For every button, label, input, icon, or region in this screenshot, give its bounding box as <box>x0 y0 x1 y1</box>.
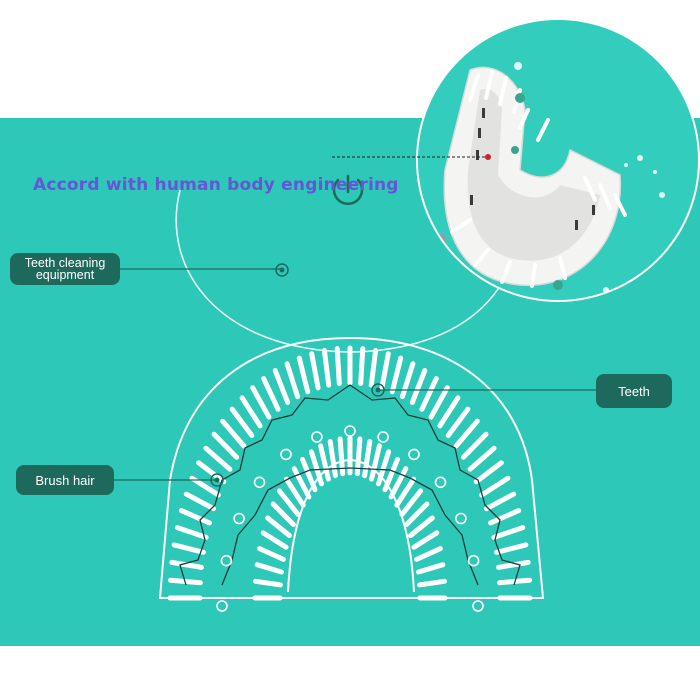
bristle <box>189 475 221 498</box>
bristle <box>229 406 255 438</box>
bristle <box>203 445 233 472</box>
callout-marker-brush <box>210 473 224 487</box>
tooth-marker <box>344 425 356 437</box>
bristle <box>291 466 312 500</box>
bristle <box>389 355 404 395</box>
tooth-marker <box>467 554 480 567</box>
bristle <box>479 475 511 498</box>
bristle <box>169 559 204 570</box>
bristle <box>416 562 446 575</box>
tooth-marker <box>434 476 447 489</box>
bristle <box>399 361 416 400</box>
bristle <box>494 542 529 555</box>
tooth-marker <box>377 431 389 443</box>
power-icon <box>332 174 364 206</box>
teeth-outline <box>179 384 521 586</box>
bristle <box>261 376 281 412</box>
tooth-marker <box>253 476 266 489</box>
tooth-marker <box>311 431 323 443</box>
bristle <box>239 395 263 429</box>
tooth-marker <box>220 554 233 567</box>
bristle <box>382 456 400 493</box>
bristle <box>491 525 526 540</box>
bristle <box>265 515 292 538</box>
bristle <box>411 530 440 550</box>
bristle <box>379 351 391 391</box>
bristle <box>300 456 318 493</box>
bristle <box>409 368 428 405</box>
bristle <box>318 443 331 482</box>
bristle <box>488 508 522 526</box>
bristle <box>220 418 247 449</box>
bristle <box>437 395 461 429</box>
bristle <box>309 351 321 391</box>
bristle <box>327 439 338 479</box>
bristle <box>399 488 424 517</box>
bristle <box>428 385 450 420</box>
tooth-marker <box>216 600 228 612</box>
bristle <box>257 546 286 562</box>
bristle <box>276 488 301 517</box>
bristle <box>283 476 306 508</box>
callout-marker-teeth <box>371 383 385 397</box>
bristle <box>183 491 217 512</box>
bristle <box>254 562 284 575</box>
bristle <box>296 355 311 395</box>
tooth-marker <box>408 448 420 461</box>
bristle <box>404 501 430 527</box>
teeth-label: Teeth <box>596 374 672 408</box>
zoom-detail-circle <box>332 18 700 302</box>
bristle <box>284 361 301 400</box>
bristle <box>272 368 291 405</box>
bristle <box>368 348 379 388</box>
teeth-text: Teeth <box>618 383 650 399</box>
headline: Accord with human body engineering <box>33 175 399 195</box>
bristle <box>308 449 324 487</box>
callout-marker-equipment <box>275 263 289 277</box>
bristle <box>334 346 342 386</box>
bristle <box>473 460 504 485</box>
bristle <box>321 348 332 388</box>
tooth-marker <box>455 512 467 525</box>
bristle <box>270 501 296 527</box>
bristle <box>467 445 497 472</box>
bristle <box>253 578 283 588</box>
bristle <box>483 491 517 512</box>
bristle <box>250 385 272 420</box>
brush-head <box>158 336 545 612</box>
tooth-marker <box>233 512 245 525</box>
teeth-cleaning-equipment-text: Teeth cleaning equipment <box>24 256 106 282</box>
tooth-marker <box>472 600 484 612</box>
bristle <box>414 546 443 562</box>
bristle <box>445 406 471 438</box>
brush-hair-text: Brush hair <box>35 472 95 488</box>
bristle <box>260 530 289 550</box>
bristle <box>460 431 489 460</box>
bristle <box>171 542 206 555</box>
bristle <box>419 376 439 412</box>
bristle <box>369 443 382 482</box>
bristle <box>408 515 435 538</box>
teeth-cleaning-equipment-label: Teeth cleaning equipment <box>10 253 120 285</box>
bristle <box>453 418 480 449</box>
bristle <box>417 578 447 588</box>
tooth-marker <box>280 448 292 461</box>
bristle <box>394 476 417 508</box>
brush-hair-label: Brush hair <box>16 465 114 495</box>
bristle <box>178 508 212 526</box>
bristle <box>496 559 531 570</box>
bristle <box>358 346 366 386</box>
bristle <box>388 466 409 500</box>
bristle <box>174 525 209 540</box>
bristle <box>376 449 392 487</box>
bristle <box>196 460 227 485</box>
bristle <box>211 431 240 460</box>
bristle <box>362 439 373 479</box>
